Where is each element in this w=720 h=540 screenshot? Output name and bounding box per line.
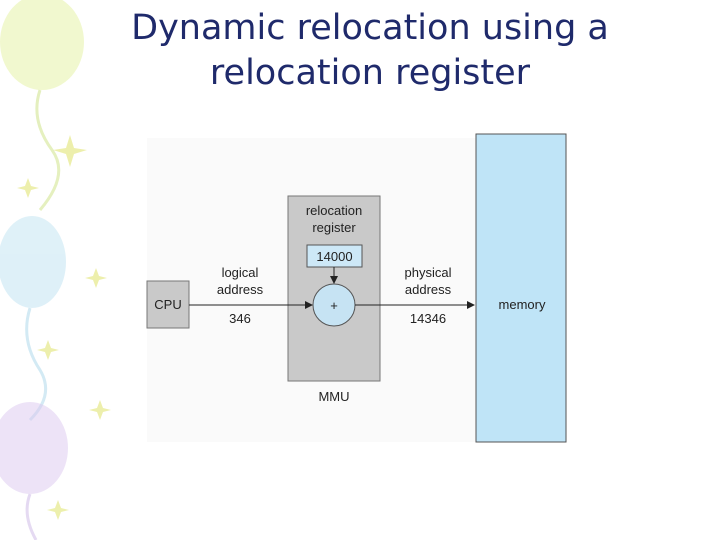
relocation-label-line2: register: [312, 220, 356, 235]
title-line-1: Dynamic relocation using a: [131, 8, 609, 48]
memory-label: memory: [499, 297, 546, 312]
balloon-icon: [0, 402, 68, 540]
star-icon: [17, 135, 111, 520]
title-line-2: relocation register: [209, 53, 531, 93]
memory-block: [475, 133, 567, 443]
adder-symbol: +: [330, 298, 338, 313]
physical-label-line1: physical: [405, 265, 452, 280]
cpu-label: CPU: [154, 297, 181, 312]
logical-value: 346: [229, 311, 251, 326]
balloon-icon: [0, 0, 84, 211]
logical-label-line2: address: [217, 282, 264, 297]
relocation-label-line1: relocation: [306, 203, 362, 218]
slide-title: Dynamic relocation using a relocation re…: [60, 6, 680, 96]
cpu-box: [146, 280, 190, 329]
mmu-label: MMU: [318, 389, 349, 404]
logical-label-line1: logical: [222, 265, 259, 280]
physical-label-line2: address: [405, 282, 452, 297]
relocation-value: 14000: [316, 249, 352, 264]
physical-value: 14346: [410, 311, 446, 326]
